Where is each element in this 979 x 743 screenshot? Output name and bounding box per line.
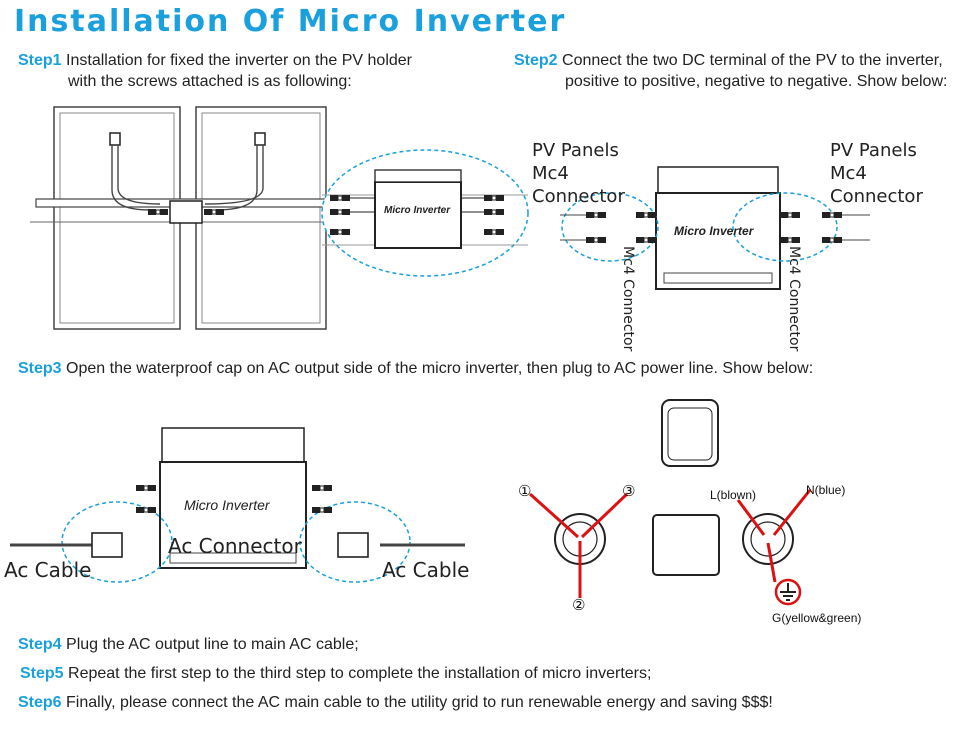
step2-diagram [560, 166, 870, 290]
ac-plug-right [337, 532, 369, 558]
pv-label-right-3: Connector [830, 186, 923, 207]
step1-diagram [30, 106, 529, 330]
ac-plug-left [91, 532, 123, 558]
step6-number: Step6 [18, 694, 62, 711]
pv-ellipse-right [732, 192, 838, 262]
step5-number: Step5 [20, 665, 64, 682]
pv-ellipse-left [561, 192, 659, 262]
inverter-label-step3: Micro Inverter [184, 497, 270, 513]
step3-number: Step3 [18, 360, 62, 377]
ground-label: G(yellow&green) [772, 611, 862, 625]
step6-text: Step6 Finally, please connect the AC mai… [18, 692, 773, 713]
pv-label-right-2: Mc4 [830, 163, 867, 184]
step3-line: Open the waterproof cap on AC output sid… [66, 360, 814, 377]
step2-line1: Connect the two DC terminal of the PV to… [562, 52, 943, 69]
inverter-step3 [159, 461, 307, 569]
step2-line2: positive to positive, negative to negati… [565, 73, 948, 90]
ac-ellipse-left [61, 501, 173, 583]
ac-connector-side [652, 514, 720, 576]
step3-diagram-left [10, 427, 465, 583]
inverter-label-step1: Micro Inverter [384, 205, 451, 216]
junction-box-left [109, 132, 121, 146]
step5-text: Step5 Repeat the first step to the third… [20, 663, 651, 684]
junction-box-right [254, 132, 266, 146]
pin-1-label: ① [518, 483, 532, 500]
ac-ellipse-right [299, 501, 411, 583]
pv-label-left-3: Connector [532, 186, 625, 207]
step2-number: Step2 [514, 52, 558, 69]
step1-line2: with the screws attached is as following… [68, 73, 352, 90]
page-title: Installation Of Micro Inverter [14, 4, 567, 39]
step1-line1: Installation for fixed the inverter on t… [66, 52, 413, 69]
step4-number: Step4 [18, 636, 62, 653]
step3-diagram-right [528, 399, 812, 606]
pin-3-label: ③ [622, 483, 636, 500]
step2-text: Step2 Connect the two DC terminal of the… [514, 50, 943, 71]
inverter-label-step2: Micro Inverter [674, 224, 754, 238]
ac-connector-body [661, 399, 719, 467]
step6-line: Finally, please connect the AC main cabl… [66, 694, 773, 711]
ac-cable-label-right: Ac Cable [382, 558, 470, 582]
ac-connector-label: Ac Connector [168, 534, 302, 558]
pin-2-label: ② [572, 597, 586, 614]
pv-label-right-1: PV Panels [830, 140, 917, 161]
neutral-label: N(blue) [806, 483, 846, 497]
mc4-vertical-left: Mc4 Connector [620, 246, 636, 352]
inverter-small [169, 200, 203, 224]
pv-label-left-2: Mc4 [532, 163, 569, 184]
pv-label-left-1: PV Panels [532, 140, 619, 161]
step1-number: Step1 [18, 52, 62, 69]
step3-text: Step3 Open the waterproof cap on AC outp… [18, 358, 813, 379]
ac-cable-label-left: Ac Cable [4, 558, 92, 582]
step4-line: Plug the AC output line to main AC cable… [66, 636, 359, 653]
mc4-vertical-right: Mc4 Connector [786, 246, 802, 352]
step1-text: Step1 Installation for fixed the inverte… [18, 50, 412, 71]
step4-text: Step4 Plug the AC output line to main AC… [18, 634, 359, 655]
step5-line: Repeat the first step to the third step … [68, 665, 652, 682]
live-label: L(blown) [710, 488, 757, 502]
